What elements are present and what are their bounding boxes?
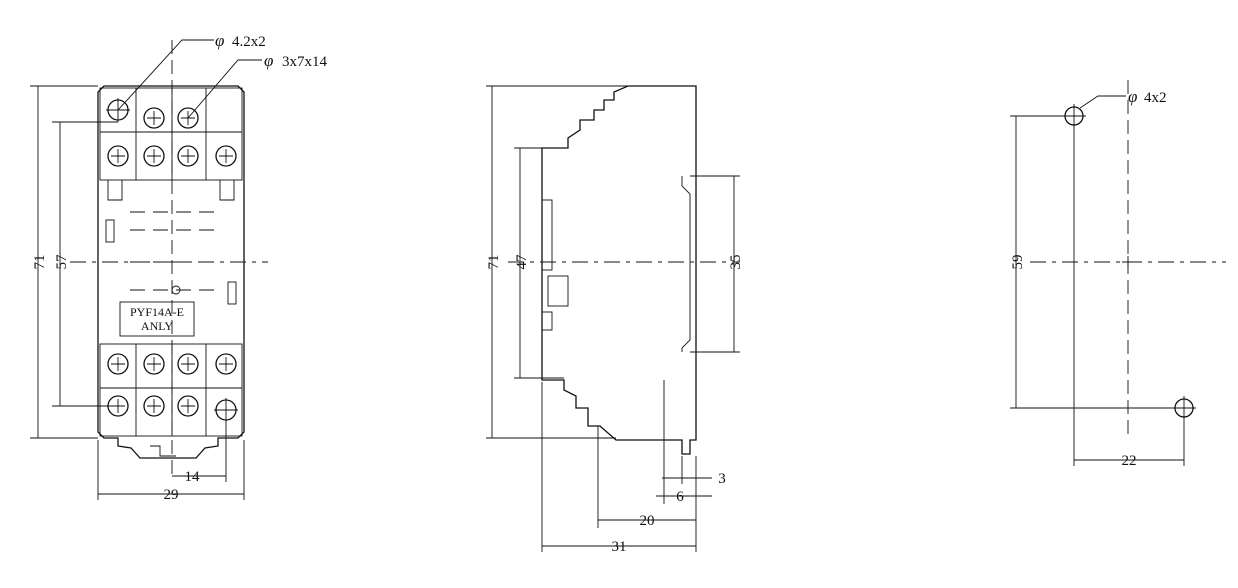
front-view: PYF14A-E ANLY φ 4.2x2 φ 3x7x14 bbox=[30, 31, 328, 503]
dim-height-total: 71 bbox=[32, 255, 48, 270]
side-dim-height-inner: 47 bbox=[514, 254, 530, 270]
side-dim-rail: 35 bbox=[728, 255, 744, 270]
side-dim-20: 20 bbox=[640, 513, 655, 529]
side-dim-6: 6 bbox=[676, 489, 684, 505]
mounting-view: φ 4x2 59 22 bbox=[1010, 80, 1226, 469]
screw-leader bbox=[187, 59, 262, 119]
side-view-outline bbox=[541, 85, 697, 455]
side-view: 71 47 35 3 6 20 31 bbox=[486, 85, 744, 555]
hole-callout: 4.2x2 bbox=[232, 34, 266, 50]
model-label-box bbox=[119, 301, 195, 337]
side-dim-31: 31 bbox=[612, 539, 627, 555]
front-view-outline bbox=[97, 85, 245, 459]
screw-callout: 3x7x14 bbox=[282, 54, 328, 70]
svg-text:φ: φ bbox=[264, 51, 273, 70]
mounting-dim-height: 59 bbox=[1010, 255, 1026, 270]
dim-height-holes: 57 bbox=[54, 254, 70, 270]
bottom-terminal-block bbox=[99, 343, 243, 437]
brand-label: ANLY bbox=[141, 319, 173, 333]
top-terminal-block bbox=[99, 87, 243, 181]
svg-text:φ: φ bbox=[1128, 87, 1137, 106]
screw-icon bbox=[107, 145, 237, 167]
side-dim-height-total: 71 bbox=[486, 255, 502, 270]
dim-width-total: 29 bbox=[164, 487, 179, 503]
svg-text:φ: φ bbox=[215, 31, 224, 50]
model-label: PYF14A-E bbox=[130, 305, 184, 319]
side-dim-3: 3 bbox=[718, 471, 726, 487]
mounting-dim-width: 22 bbox=[1122, 453, 1137, 469]
dim-width-holes: 14 bbox=[185, 469, 201, 485]
mounting-hole-callout: 4x2 bbox=[1144, 90, 1167, 106]
screw-icon bbox=[107, 353, 237, 417]
hole-leader bbox=[117, 39, 214, 111]
screw-icon bbox=[143, 107, 199, 129]
side-latch bbox=[547, 275, 569, 307]
